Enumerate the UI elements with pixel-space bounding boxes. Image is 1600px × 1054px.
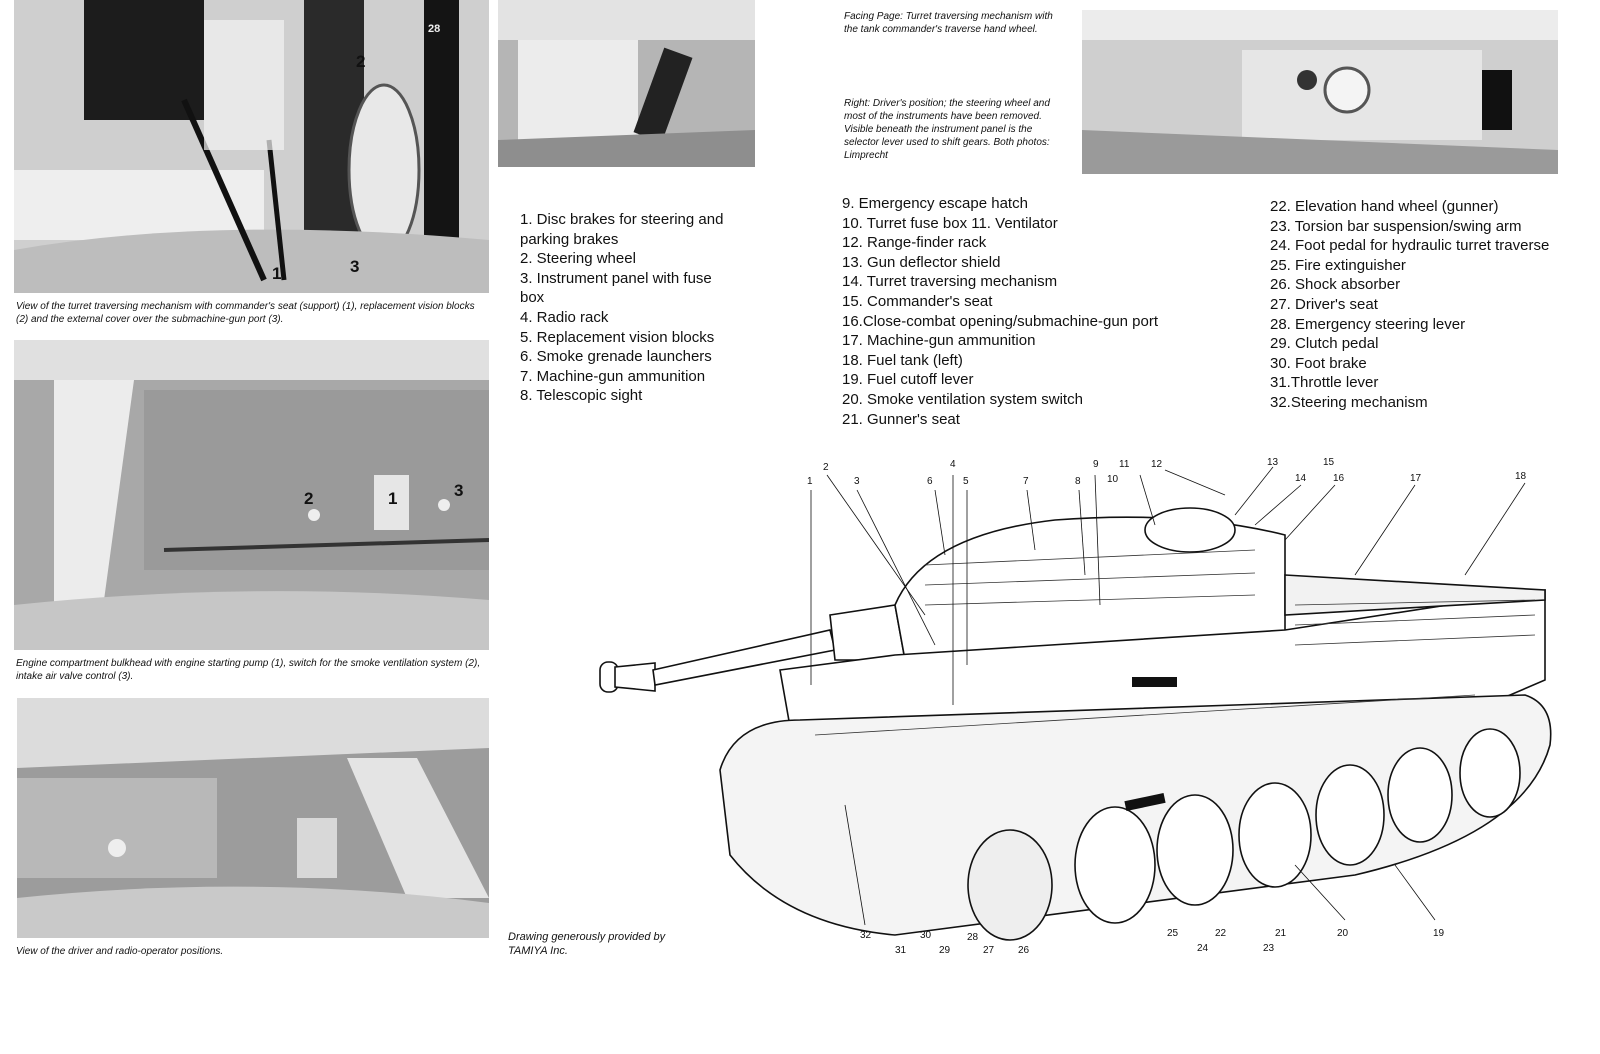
legend-item-19: 19. Fuel cutoff lever (842, 371, 974, 389)
legend-item-24: 24. Foot pedal for hydraulic turret trav… (1270, 237, 1550, 255)
legend-column-1: 1. Disc brakes for steering and parking … (520, 210, 735, 406)
legend-column-3: 22. Elevation hand wheel (gunner) 23. To… (1270, 197, 1560, 413)
photo-driver-position (1082, 10, 1558, 174)
drawing-label-29: 29 (939, 945, 951, 956)
road-wheels (967, 728, 1521, 941)
drawing-label-11: 11 (1119, 459, 1130, 470)
drawing-label-28: 28 (967, 932, 979, 943)
drawing-label-25: 25 (1167, 928, 1179, 939)
photo1-callout-3: 3 (350, 257, 360, 276)
photo1-callout-1: 1 (272, 264, 282, 283)
legend-item-10: 10. Turret fuse box 11. Ventilator (842, 214, 1058, 232)
commander-cupola (1144, 507, 1236, 553)
photo-driver-positions (17, 698, 489, 938)
legend-item-9: 9. Emergency escape hatch (842, 195, 1028, 212)
legend-item-22: 22. Elevation hand wheel (gunner) (1270, 198, 1499, 215)
legend-item-15: 15. Commander's seat (842, 292, 993, 310)
drawing-label-4: 4 (950, 459, 956, 470)
drawing-label-27: 27 (983, 945, 995, 956)
photo-turret-traverse-mechanism-image (498, 0, 755, 167)
legend-item-30: 30. Foot brake (1270, 354, 1367, 372)
drawing-label-22: 22 (1215, 928, 1227, 939)
legend-item-12: 12. Range-finder rack (842, 234, 987, 252)
photo-driver-positions-image (17, 698, 489, 938)
legend-item-7: 7. Machine-gun ammunition (520, 367, 706, 385)
legend-item-1: 1. Disc brakes for steering and parking … (520, 211, 724, 248)
drawing-label-26: 26 (1018, 945, 1030, 956)
drawing-label-9: 9 (1093, 459, 1099, 470)
photo2-callout-3: 3 (454, 481, 464, 500)
drawing-label-19: 19 (1433, 928, 1445, 939)
driver-position-caption: Right: Driver's position; the steering w… (844, 98, 1050, 161)
legend-column-2: 9. Emergency escape hatch 10. Turret fus… (842, 194, 1202, 429)
legend-item-31: 31.Throttle lever (1270, 374, 1379, 392)
legend-item-26: 26. Shock absorber (1270, 276, 1401, 294)
leader-lines (810, 466, 1526, 926)
tank-cutaway-drawing: 1 2 3 4 5 6 7 8 9 10 11 12 13 14 15 16 1… (595, 455, 1600, 975)
legend-item-18: 18. Fuel tank (left) (842, 351, 963, 369)
photo2-callout-1: 1 (388, 489, 398, 508)
drawing-label-16: 16 (1333, 473, 1345, 484)
drawing-label-21: 21 (1275, 928, 1287, 939)
legend-item-6: 6. Smoke grenade launchers (520, 348, 712, 366)
legend-item-5: 5. Replacement vision blocks (520, 328, 715, 346)
photo1-callout-2: 2 (356, 52, 366, 71)
muzzle-brake-body (614, 662, 656, 692)
drawing-credit: Drawing generously provided by TAMIYA In… (508, 931, 666, 958)
photo3-caption: View of the driver and radio-operator po… (16, 946, 224, 957)
facing-page-caption: Facing Page: Turret traversing mechanism… (844, 11, 1053, 35)
drawing-label-2: 2 (823, 462, 829, 473)
legend-item-8: 8. Telescopic sight (520, 387, 643, 405)
drawing-label-12: 12 (1151, 459, 1163, 470)
photo2-caption: Engine compartment bulkhead with engine … (16, 658, 481, 682)
legend-item-27: 27. Driver's seat (1270, 295, 1378, 313)
legend-item-28: 28. Emergency steering lever (1270, 315, 1466, 333)
legend-item-17: 17. Machine-gun ammunition (842, 332, 1036, 350)
photo1-stamp: 28 (428, 23, 441, 35)
legend-item-2: 2. Steering wheel (520, 250, 636, 268)
legend-item-3: 3. Instrument panel with fuse box (520, 269, 712, 307)
tank-cutaway-svg (599, 466, 1552, 941)
photo-turret-traverse: 2 1 3 28 (14, 0, 489, 293)
drawing-label-7: 7 (1023, 476, 1029, 487)
photo-turret-traverse-mechanism (498, 0, 755, 167)
photo-engine-bulkhead-image (14, 340, 489, 650)
photo-driver-position-image (1082, 10, 1558, 174)
drawing-label-15: 15 (1323, 457, 1335, 468)
photo-engine-bulkhead: 2 1 3 (14, 340, 489, 650)
legend-item-21: 21. Gunner's seat (842, 410, 960, 428)
drawing-label-6: 6 (927, 476, 933, 487)
drawing-label-1: 1 (807, 476, 813, 487)
drawing-label-10: 10 (1107, 474, 1119, 485)
engine-deck (1284, 574, 1546, 616)
photo1-caption: View of the turret traversing mechanism … (16, 301, 475, 325)
drawing-label-18: 18 (1515, 471, 1527, 482)
drawing-label-5: 5 (963, 476, 969, 487)
drawing-label-24: 24 (1197, 943, 1209, 954)
drawing-label-20: 20 (1337, 928, 1349, 939)
drawing-label-14: 14 (1295, 473, 1307, 484)
legend-item-14: 14. Turret traversing mechanism (842, 273, 1058, 291)
drawing-label-8: 8 (1075, 476, 1081, 487)
legend-item-16: 16.Close-combat opening/submachine-gun p… (842, 312, 1159, 330)
gun-mantlet (829, 604, 906, 661)
legend-item-13: 13. Gun deflector shield (842, 253, 1001, 271)
legend-item-20: 20. Smoke ventilation system switch (842, 390, 1083, 408)
drawing-label-17: 17 (1410, 473, 1422, 484)
legend-item-32: 32.Steering mechanism (1270, 393, 1428, 411)
legend-item-23: 23. Torsion bar suspension/swing arm (1270, 217, 1522, 235)
drawing-label-30: 30 (920, 930, 932, 941)
drawing-label-3: 3 (854, 476, 860, 487)
drawing-label-13: 13 (1267, 457, 1279, 468)
drawing-label-23: 23 (1263, 943, 1275, 954)
photo2-callout-2: 2 (304, 489, 314, 508)
drawing-label-31: 31 (895, 945, 907, 956)
legend-item-25: 25. Fire extinguisher (1270, 256, 1406, 274)
drawing-label-32: 32 (860, 930, 872, 941)
legend-item-4: 4. Radio rack (520, 308, 609, 326)
photo-turret-traverse-image (14, 0, 489, 293)
legend-item-29: 29. Clutch pedal (1270, 335, 1379, 353)
